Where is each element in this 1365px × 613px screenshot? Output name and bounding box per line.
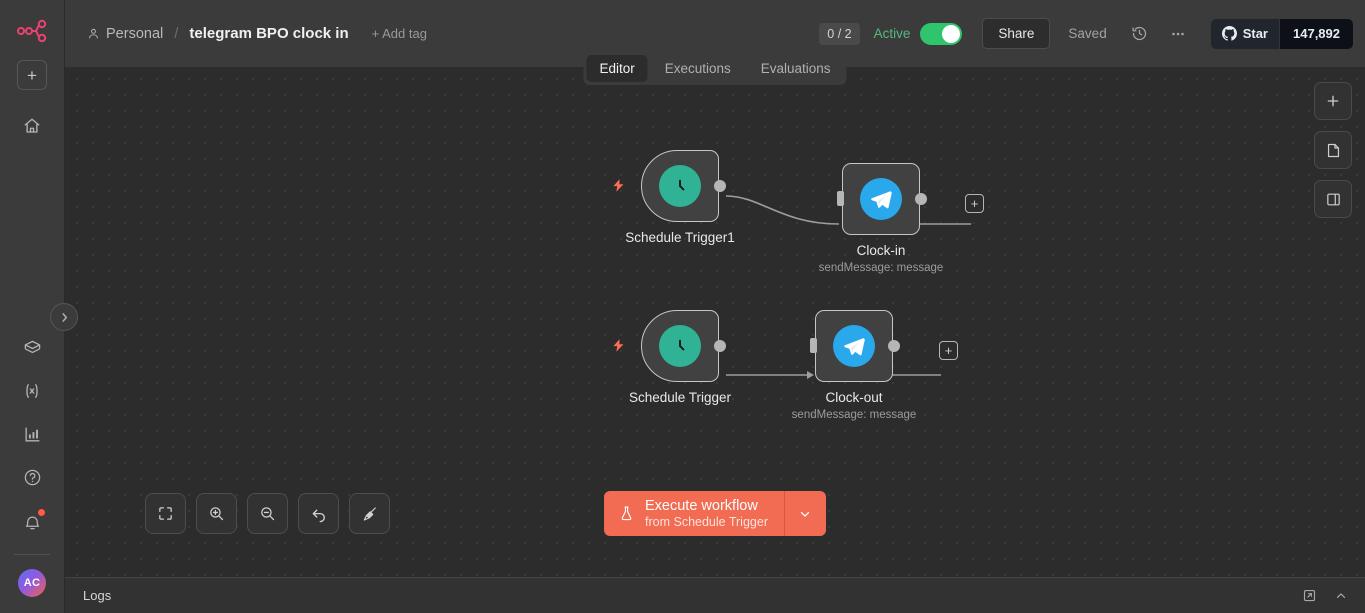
input-connector[interactable] [837,191,844,206]
saved-status: Saved [1068,26,1107,41]
breadcrumb-separator: / [174,25,179,42]
bell-icon [15,506,49,540]
sidebar-item-insights[interactable] [15,417,49,451]
execute-text: Execute workflow from Schedule Trigger [645,498,768,529]
clock-icon [659,325,701,367]
tidy-up-button[interactable] [349,493,390,534]
node-schedule-trigger-1[interactable]: Schedule Trigger1 [613,150,735,245]
breadcrumb-project-label: Personal [106,25,164,42]
add-button-label: + [27,65,37,85]
toggle-panel-button[interactable] [1314,180,1352,218]
node-clock-out[interactable]: Clock-out sendMessage: message [792,310,916,421]
github-star-count: 147,892 [1279,18,1353,49]
n8n-logo-icon[interactable] [15,16,49,46]
github-star-label: Star [1242,26,1268,41]
active-toggle[interactable] [920,22,963,45]
sidebar-item-help[interactable] [15,460,49,494]
telegram-node-body[interactable] [842,163,920,235]
execute-workflow-button[interactable]: Execute workflow from Schedule Trigger [604,491,826,536]
node-clock-in[interactable]: Clock-in sendMessage: message [819,163,943,274]
header-actions: 0 / 2 Active Share Saved [819,18,1365,49]
canvas-right-controls [1314,82,1352,218]
main-area: Personal / telegram BPO clock in + Add t… [65,0,1365,613]
reset-zoom-button[interactable] [298,493,339,534]
add-sticky-note-button[interactable] [1314,131,1352,169]
execution-count-badge: 0 / 2 [819,22,860,45]
output-connector[interactable] [888,340,900,352]
page-title[interactable]: telegram BPO clock in [189,25,349,42]
execute-main[interactable]: Execute workflow from Schedule Trigger [604,491,784,536]
open-in-new-icon[interactable] [1299,586,1319,606]
output-connector[interactable] [714,180,726,192]
add-next-node-button[interactable]: + [965,194,984,213]
telegram-icon [833,325,875,367]
telegram-node-body[interactable] [815,310,893,382]
add-tag-button[interactable]: + Add tag [371,26,427,41]
github-icon [1221,26,1237,41]
workflow-canvas[interactable]: Schedule Trigger1 Clock-in sendMessage: … [65,67,1365,577]
avatar[interactable]: AC [18,569,46,597]
share-button[interactable]: Share [982,18,1051,49]
create-workflow-button[interactable]: + [17,60,47,90]
github-star-badge[interactable]: Star 147,892 [1210,18,1353,49]
tab-editor[interactable]: Editor [586,55,648,82]
notification-dot [38,509,45,516]
github-star-left: Star [1210,18,1279,49]
sidebar-item-variables[interactable] [15,374,49,408]
sidebar-item-home[interactable] [15,109,49,143]
logs-bar[interactable]: Logs [65,577,1365,613]
zoom-out-button[interactable] [247,493,288,534]
add-node-button[interactable] [1314,82,1352,120]
execute-dropdown-button[interactable] [783,491,826,536]
canvas-tools [145,493,390,534]
node-label: Schedule Trigger1 [625,230,735,245]
trigger-bolt-icon [611,337,626,359]
avatar-initials: AC [23,577,41,589]
node-label: Schedule Trigger [628,390,732,405]
sidebar-expand-handle[interactable] [50,303,78,331]
trigger-bolt-icon [611,177,626,199]
zoom-to-fit-button[interactable] [145,493,186,534]
trigger-node-body[interactable] [641,150,719,222]
logs-label: Logs [83,588,112,603]
tab-bar: Editor Executions Evaluations [583,52,847,85]
clock-icon [659,165,701,207]
node-label: Clock-out [825,390,883,405]
output-connector[interactable] [714,340,726,352]
history-icon[interactable] [1127,21,1153,47]
breadcrumb-project[interactable]: Personal [87,26,163,42]
flask-icon [621,506,632,521]
add-next-node-button[interactable]: + [939,341,958,360]
breadcrumb: Personal / telegram BPO clock in + Add t… [87,25,427,42]
input-connector[interactable] [810,338,817,353]
ellipsis-icon[interactable] [1165,21,1191,47]
tab-evaluations[interactable]: Evaluations [760,61,831,76]
workflow-header: Personal / telegram BPO clock in + Add t… [65,0,1365,67]
output-connector[interactable] [915,193,927,205]
logs-actions [1299,586,1351,606]
zoom-in-button[interactable] [196,493,237,534]
active-label: Active [873,26,911,41]
notifications-button[interactable] [15,506,49,540]
tab-executions[interactable]: Executions [664,61,731,76]
node-schedule-trigger[interactable]: Schedule Trigger [613,310,731,405]
node-subtitle: sendMessage: message [818,262,944,274]
execute-title: Execute workflow [645,497,758,514]
node-label: Clock-in [856,243,906,258]
sidebar-item-templates[interactable] [15,331,49,365]
chevron-up-icon[interactable] [1331,586,1351,606]
toggle-knob [942,24,961,43]
telegram-icon [860,178,902,220]
execute-subtitle: from Schedule Trigger [645,514,768,529]
node-subtitle: sendMessage: message [791,409,917,421]
sidebar-divider [14,554,50,555]
trigger-node-body[interactable] [641,310,719,382]
